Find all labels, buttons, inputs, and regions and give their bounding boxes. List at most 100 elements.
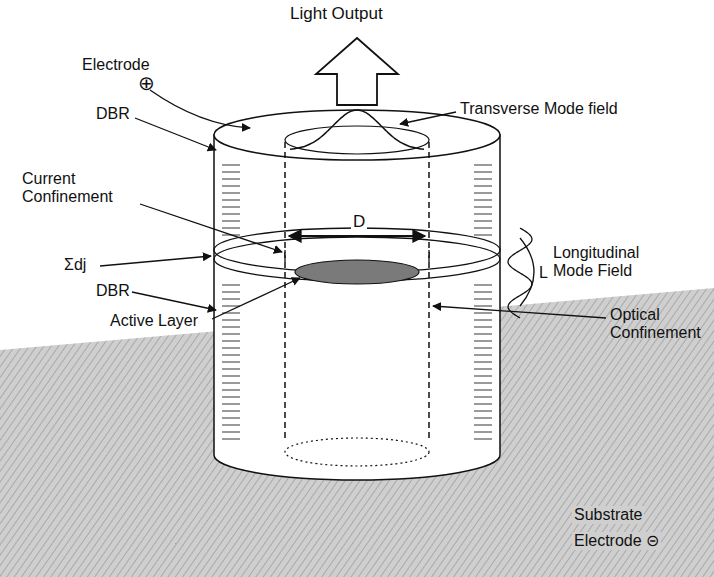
dbr-stripe: [474, 213, 492, 215]
dbr-stripe: [474, 403, 492, 405]
longitudinal-envelope: [520, 238, 534, 306]
part-label: Current Confinement: [22, 170, 140, 207]
dbr-stripe: [222, 382, 240, 384]
dbr-stripe: [474, 192, 492, 194]
ring-edge: [428, 250, 429, 262]
dbr-stripe: [222, 199, 240, 201]
dbr-stripe: [222, 298, 240, 300]
bottom-aperture: [285, 438, 429, 466]
dbr-stripe: [222, 347, 240, 349]
dbr-stripe: [474, 284, 492, 286]
dimension-arrow: [289, 235, 425, 237]
polarity-symbol: ⊕: [138, 72, 155, 95]
dbr-stripe: [222, 319, 240, 321]
dbr-stripe: [222, 396, 240, 398]
dbr-stripe: [474, 424, 492, 426]
dbr-stripe: [474, 375, 492, 377]
leader-line: [135, 118, 216, 150]
output-label: Light Output: [290, 4, 383, 24]
part-label: Optical Confinement: [610, 306, 710, 343]
dbr-stripe: [474, 361, 492, 363]
dbr-stripe: [222, 291, 240, 293]
dbr-stripe: [222, 213, 240, 215]
part-label: Substrate: [572, 506, 644, 524]
dbr-stripe: [222, 340, 240, 342]
ring-edge: [284, 250, 285, 262]
dbr-stripe: [474, 227, 492, 229]
dbr-stripe: [474, 368, 492, 370]
dbr-stripe: [474, 298, 492, 300]
dbr-stripe: [474, 319, 492, 321]
part-label: Electrode ⊝: [572, 532, 661, 550]
dimension-label: Σdj: [64, 256, 86, 274]
dbr-stripe: [222, 417, 240, 419]
dashed-line: [428, 142, 430, 440]
dbr-stripe: [474, 347, 492, 349]
dbr-stripe: [474, 389, 492, 391]
active-layer-disk: [295, 260, 419, 284]
part-label: DBR: [96, 282, 130, 300]
leader-line: [132, 292, 216, 310]
dbr-stripe: [474, 333, 492, 335]
longitudinal-wave: [508, 228, 532, 318]
dbr-stripe: [474, 185, 492, 187]
dbr-stripe: [222, 178, 240, 180]
dbr-stripe: [222, 410, 240, 412]
dbr-stripe: [474, 326, 492, 328]
dbr-stripe: [222, 354, 240, 356]
dbr-stripe: [474, 312, 492, 314]
dashed-line: [284, 142, 286, 440]
dbr-stripe: [222, 361, 240, 363]
leader-line: [212, 278, 300, 319]
transverse-mode-profile: [290, 110, 424, 149]
dbr-stripe: [474, 438, 492, 440]
dbr-stripe: [222, 220, 240, 222]
dbr-stripe: [474, 206, 492, 208]
dbr-stripe: [474, 340, 492, 342]
dbr-stripe: [222, 438, 240, 440]
dbr-stripe: [222, 206, 240, 208]
dbr-stripe: [222, 326, 240, 328]
leader-line: [150, 90, 250, 128]
dbr-stripe: [474, 305, 492, 307]
dbr-stripe: [222, 164, 240, 166]
dbr-stripe: [222, 333, 240, 335]
dbr-stripe: [474, 171, 492, 173]
dbr-stripe: [222, 375, 240, 377]
dbr-stripe: [222, 431, 240, 433]
dbr-stripe: [222, 368, 240, 370]
dbr-stripe: [474, 234, 492, 236]
leader-line: [433, 306, 606, 318]
dbr-stripe: [222, 227, 240, 229]
dbr-stripe: [474, 354, 492, 356]
dbr-stripe: [474, 431, 492, 433]
light-output-arrow: [316, 38, 398, 105]
dbr-stripe: [222, 185, 240, 187]
leader-line: [140, 204, 282, 252]
dbr-stripe: [474, 417, 492, 419]
dbr-stripe: [222, 403, 240, 405]
output-aperture: [285, 126, 429, 154]
part-label: Longitudinal Mode Field: [553, 244, 663, 281]
dbr-stripe: [474, 396, 492, 398]
top-face: [214, 110, 500, 160]
dbr-stripe: [474, 382, 492, 384]
dbr-stripe: [222, 424, 240, 426]
part-label: DBR: [96, 105, 130, 123]
leader-line: [400, 112, 456, 124]
dbr-stripes: [222, 165, 492, 439]
dbr-stripe: [222, 192, 240, 194]
leader-line: [100, 256, 211, 266]
part-label: Electrode: [82, 56, 150, 74]
dbr-stripe: [474, 410, 492, 412]
dbr-stripe: [474, 199, 492, 201]
dbr-stripe: [222, 171, 240, 173]
dbr-stripe: [474, 178, 492, 180]
dbr-stripe: [222, 389, 240, 391]
dimension-label: L: [537, 264, 550, 282]
dbr-stripe: [222, 284, 240, 286]
dbr-stripe: [474, 291, 492, 293]
dbr-stripe: [474, 220, 492, 222]
dimension-label: D: [351, 212, 367, 232]
